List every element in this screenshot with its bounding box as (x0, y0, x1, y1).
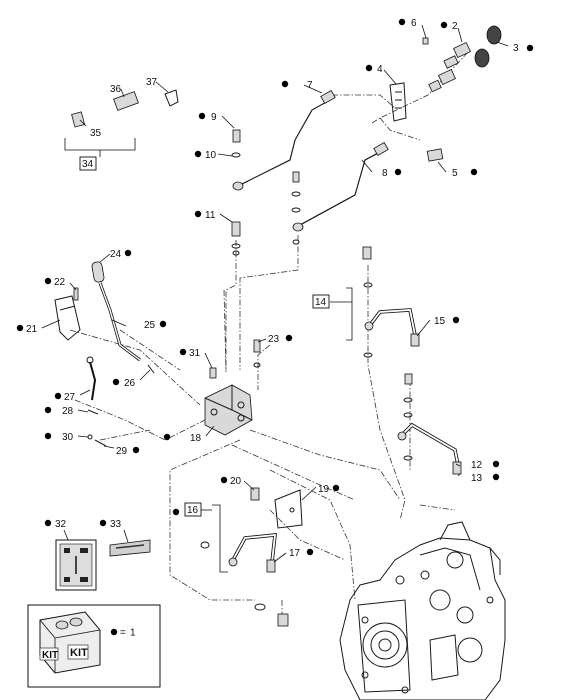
callout-5: 5 (452, 168, 458, 179)
pipe-8 (292, 141, 389, 232)
callout-24: 24 (110, 249, 122, 260)
callout-3: 3 (513, 43, 519, 54)
callout-16: 16 (187, 505, 199, 516)
callout-18: 18 (190, 433, 202, 444)
callout-23: 23 (268, 334, 280, 345)
callout-31: 31 (189, 348, 201, 359)
solenoid-assembly (389, 25, 502, 162)
callout-27: 27 (64, 392, 76, 403)
box-34 (79, 156, 97, 171)
callout-6: 6 (411, 18, 417, 29)
pipe-12-assembly (397, 373, 462, 475)
box-16 (184, 502, 202, 517)
callout-37: 37 (146, 77, 158, 88)
fittings-left-column (231, 129, 241, 256)
box-14 (312, 294, 330, 309)
fittings-right-column (291, 171, 301, 245)
callout-30: 30 (62, 432, 74, 443)
callout-8: 8 (382, 168, 388, 179)
callout-7: 7 (307, 80, 313, 91)
transmission-housing (339, 521, 506, 700)
leader-lines (41, 24, 509, 563)
fitting-23 (253, 339, 261, 368)
callout-labels: 6 2 3 4 5 7 8 9 10 11 12 13 14 15 16 17 … (16, 18, 534, 559)
pipe-14-assembly (362, 246, 420, 358)
kit-label-1: KIT (42, 650, 58, 661)
callout-20: 20 (230, 476, 242, 487)
callout-10: 10 (205, 150, 217, 161)
callout-22: 22 (54, 277, 66, 288)
pipe-16-assembly (200, 487, 303, 627)
callout-26: 26 (124, 378, 136, 389)
callout-12: 12 (471, 460, 483, 471)
callout-33: 33 (110, 519, 122, 530)
callout-25: 25 (144, 320, 156, 331)
pipe-7 (232, 89, 336, 191)
callout-34: 34 (82, 159, 94, 170)
callout-17: 17 (289, 548, 301, 559)
callout-29: 29 (116, 446, 128, 457)
kit-legend-value: 1 (130, 628, 136, 639)
kit-box: KIT KIT = 1 (27, 604, 161, 688)
callout-9: 9 (211, 112, 217, 123)
callout-35: 35 (90, 128, 102, 139)
kit-legend-equals: = (120, 628, 126, 639)
callout-21: 21 (26, 324, 38, 335)
connector-parts-34 (64, 89, 179, 151)
callout-11: 11 (205, 210, 216, 221)
callout-4: 4 (377, 64, 383, 75)
callout-28: 28 (62, 406, 74, 417)
decal-33 (109, 539, 151, 557)
lever-assembly (54, 261, 155, 447)
callout-19: 19 (318, 484, 330, 495)
callout-36: 36 (110, 84, 122, 95)
callout-14: 14 (315, 297, 327, 308)
assembly-centerlines (69, 49, 471, 625)
kit-label-2: KIT (70, 647, 88, 659)
callout-13: 13 (471, 473, 483, 484)
valve-block-18 (204, 367, 253, 436)
decal-32 (55, 539, 97, 591)
callout-15: 15 (434, 316, 446, 327)
callout-32: 32 (55, 519, 67, 530)
callout-2: 2 (452, 21, 458, 32)
